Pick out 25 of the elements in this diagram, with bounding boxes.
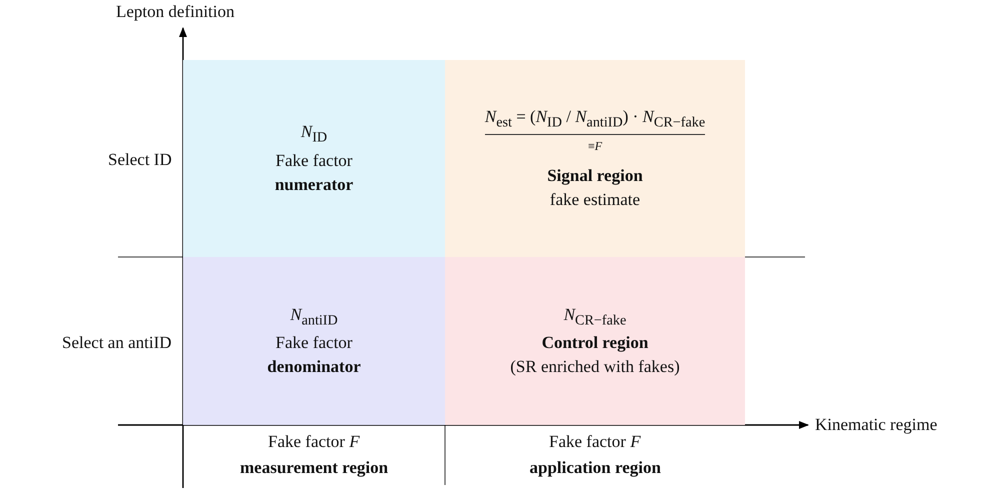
row-label: Select ID bbox=[108, 150, 172, 170]
axis-title: Kinematic regime bbox=[815, 415, 938, 435]
column-label: Fake factor F bbox=[549, 432, 641, 452]
region-text: (SR enriched with fakes) bbox=[510, 357, 680, 378]
region-title: Control region bbox=[542, 333, 648, 354]
quadrant-panel bbox=[445, 60, 745, 257]
column-label: application region bbox=[530, 458, 661, 478]
region-title: numerator bbox=[274, 174, 354, 195]
brace-label: ≡F bbox=[588, 138, 602, 154]
region-text: fake estimate bbox=[550, 190, 640, 210]
formula-text: N$_{est}$ = (N$_{ID}$ / N$_{antiID}$) · N$_{CR−fake}$ bbox=[484, 107, 706, 135]
quadrant-panel bbox=[183, 60, 445, 257]
region-title: denominator bbox=[267, 357, 361, 378]
formula-text: N$_{CR−fake}$ bbox=[564, 304, 626, 330]
column-label: Fake factor F bbox=[268, 432, 360, 452]
axis-title: Lepton definition bbox=[116, 2, 235, 22]
formula-text: N$_{ID}$ bbox=[300, 122, 328, 147]
region-title: Signal region bbox=[547, 166, 643, 186]
column-label: measurement region bbox=[240, 458, 388, 478]
row-label: Select an antiID bbox=[62, 333, 172, 353]
quadrant-panel bbox=[445, 257, 745, 425]
region-text: Fake factor bbox=[276, 150, 352, 171]
quadrant-panel bbox=[183, 257, 445, 425]
formula-text: N$_{antiID}$ bbox=[290, 304, 338, 330]
region-text: Fake factor bbox=[276, 333, 352, 354]
